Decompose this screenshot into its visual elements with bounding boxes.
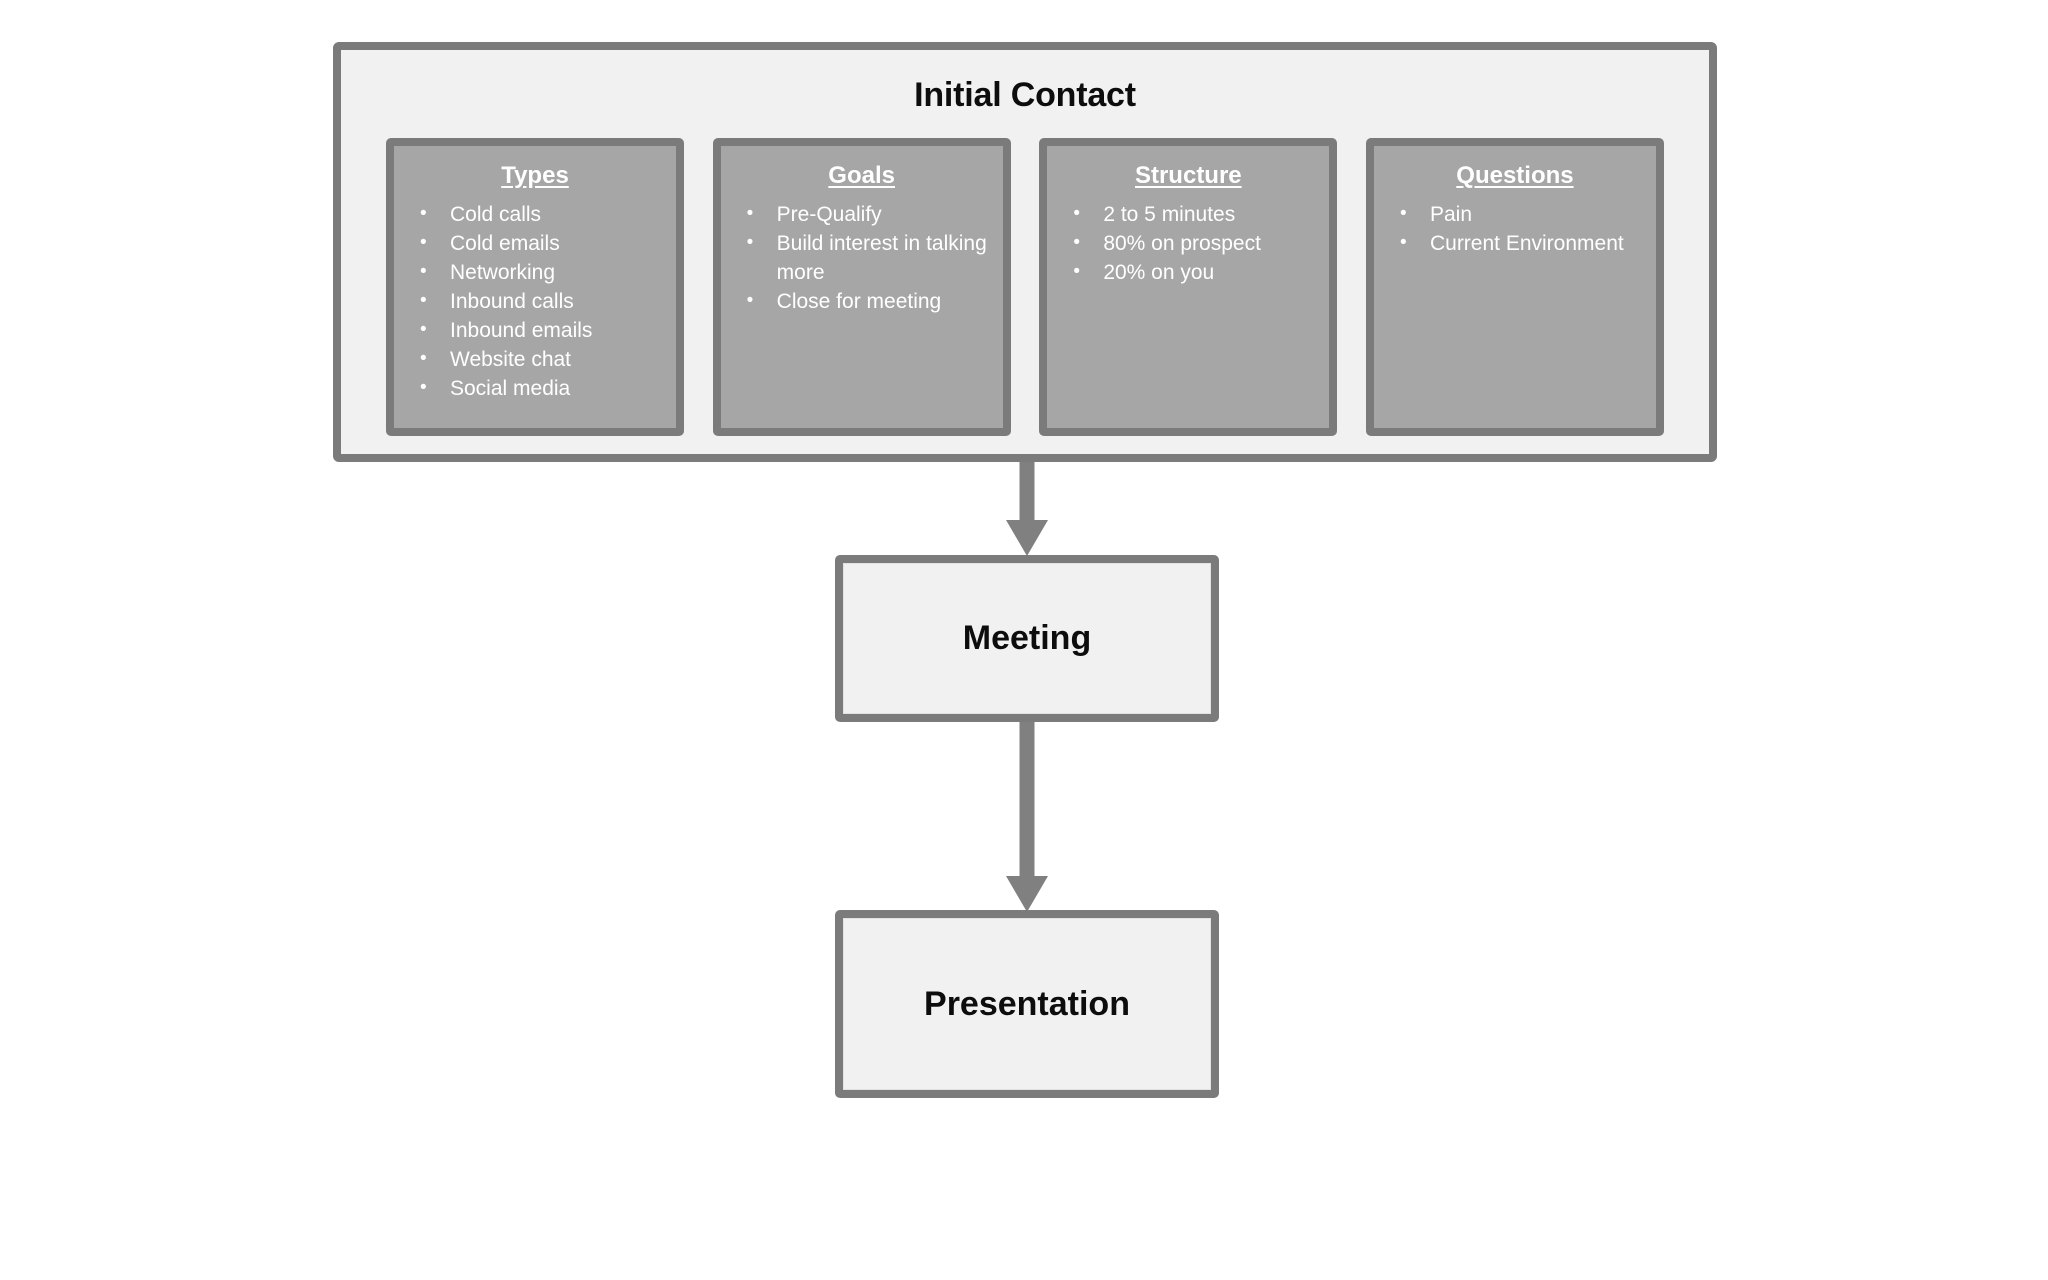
- subpanel-title-goals: Goals: [828, 162, 895, 189]
- list-item: Pre-Qualify: [743, 199, 991, 229]
- list-item: 2 to 5 minutes: [1069, 199, 1317, 229]
- list-item: Close for meeting: [743, 286, 991, 316]
- list-item: Website chat: [416, 344, 664, 374]
- subpanel-title-questions: Questions: [1456, 162, 1574, 189]
- arrow-initial-contact-to-meeting: [1005, 462, 1049, 556]
- list-item: Current Environment: [1396, 228, 1644, 258]
- list-item: Cold calls: [416, 199, 664, 229]
- list-item: Inbound emails: [416, 315, 664, 345]
- arrow-meeting-to-presentation: [1005, 722, 1049, 912]
- meeting-box: Meeting: [835, 555, 1219, 722]
- initial-contact-container: Initial Contact Types Cold calls Cold em…: [333, 42, 1717, 462]
- list-item: Pain: [1396, 199, 1644, 229]
- list-item: Build interest in talking more: [743, 228, 991, 287]
- presentation-box-inner: Presentation: [843, 918, 1211, 1090]
- subpanel-structure: Structure 2 to 5 minutes 80% on prospect…: [1039, 138, 1338, 436]
- arrow-head-icon: [1006, 876, 1048, 912]
- subpanel-title-structure: Structure: [1134, 162, 1242, 189]
- page-title: Initial Contact: [914, 76, 1136, 114]
- arrow-shaft: [1019, 462, 1035, 522]
- list-item: Social media: [416, 373, 664, 403]
- subpanel-list-types: Cold calls Cold emails Networking Inboun…: [394, 199, 676, 403]
- subpanel-types: Types Cold calls Cold emails Networking …: [386, 138, 684, 436]
- meeting-box-inner: Meeting: [843, 563, 1211, 714]
- presentation-box: Presentation: [835, 910, 1219, 1098]
- list-item: 20% on you: [1069, 257, 1317, 287]
- subpanel-list-questions: Pain Current Environment: [1374, 199, 1656, 258]
- subpanel-title-types: Types: [501, 162, 569, 189]
- arrow-shaft: [1019, 722, 1035, 878]
- list-item: Networking: [416, 257, 664, 287]
- subpanel-list-structure: 2 to 5 minutes 80% on prospect 20% on yo…: [1047, 199, 1329, 287]
- subpanel-questions: Questions Pain Current Environment: [1365, 138, 1664, 436]
- subpanel-list-goals: Pre-Qualify Build interest in talking mo…: [721, 199, 1003, 316]
- list-item: Inbound calls: [416, 286, 664, 316]
- list-item: 80% on prospect: [1069, 228, 1317, 258]
- subpanel-goals: Goals Pre-Qualify Build interest in talk…: [712, 138, 1011, 436]
- meeting-box-label: Meeting: [962, 619, 1092, 657]
- subpanels-row: Types Cold calls Cold emails Networking …: [386, 138, 1664, 436]
- list-item: Cold emails: [416, 228, 664, 258]
- presentation-box-label: Presentation: [924, 984, 1130, 1023]
- arrow-head-icon: [1006, 520, 1048, 556]
